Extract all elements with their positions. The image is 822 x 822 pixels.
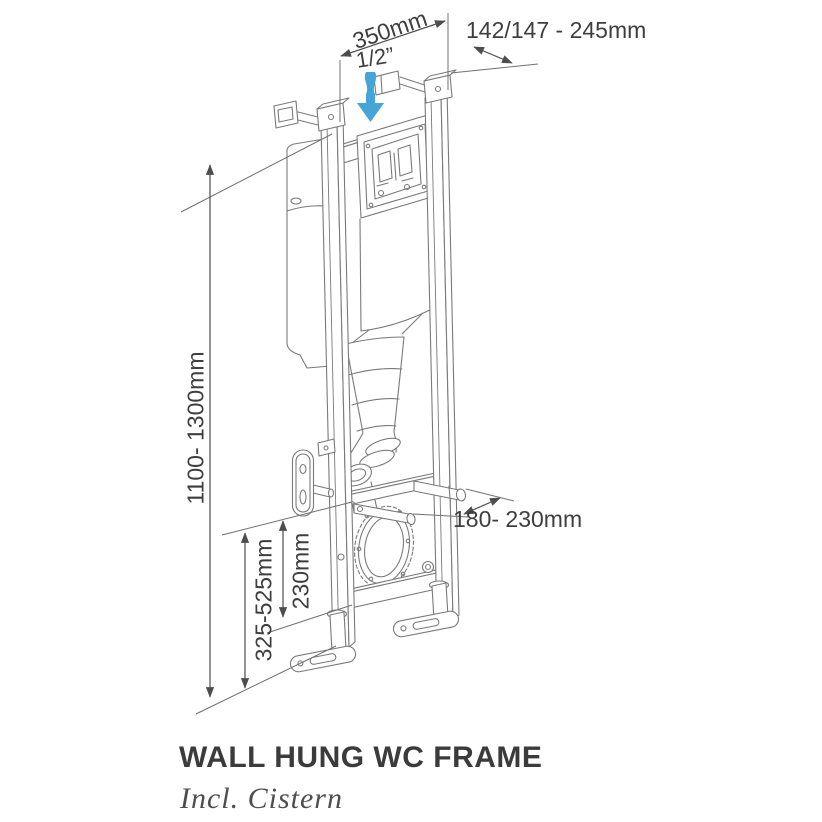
dim-frame-height: 1100- 1300mm <box>182 351 209 505</box>
product-title: WALL HUNG WC FRAME <box>179 741 543 774</box>
wall-bracket <box>273 100 323 129</box>
dim-outlet-height: 230mm <box>287 532 314 610</box>
extension-lines <box>180 13 539 715</box>
dimension-arrows <box>205 20 513 698</box>
dim-outlet-range: 325-525mm <box>250 538 277 662</box>
dim-rod-range: 180- 230mm <box>453 506 583 532</box>
product-subtitle: Incl. Cistern <box>180 782 343 815</box>
dim-water-inlet: 1/2” <box>354 42 396 73</box>
rail-top-caps <box>316 69 457 132</box>
frame-rail-left <box>320 115 356 652</box>
dim-wall-distance: 142/147 - 245mm <box>466 17 647 43</box>
frame-rail-right <box>424 88 460 625</box>
adjustable-feet <box>289 580 460 673</box>
water-inlet-arrow-icon <box>357 72 384 122</box>
flush-plate-access <box>356 113 436 219</box>
mounting-bracket <box>291 449 335 517</box>
